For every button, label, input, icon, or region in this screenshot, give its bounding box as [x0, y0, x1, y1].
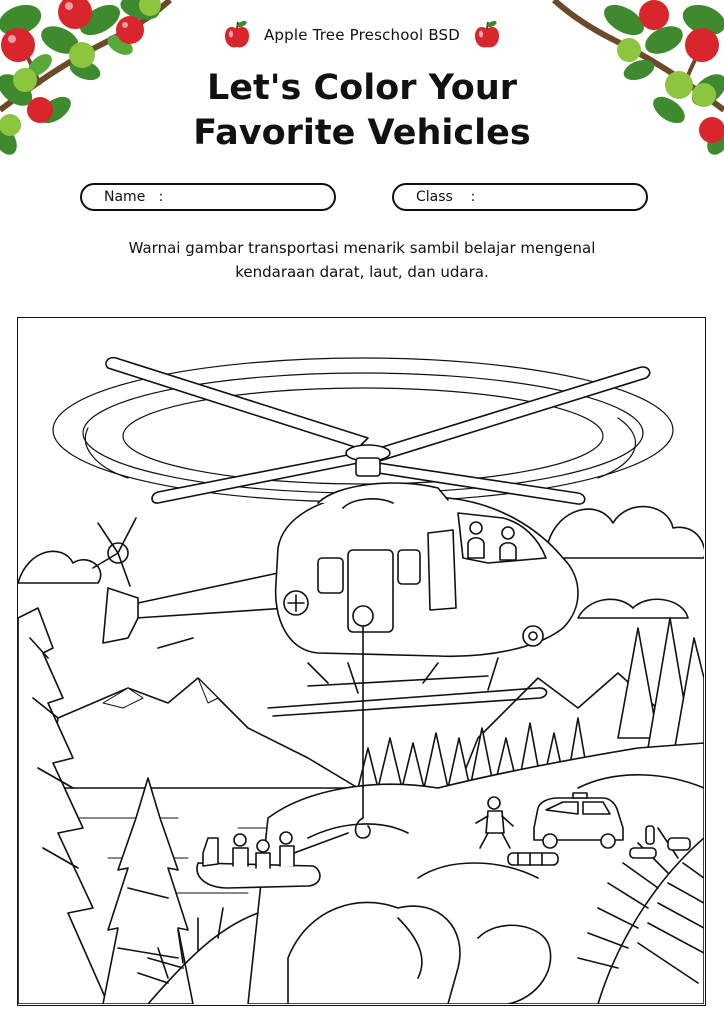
rescue-cable [354, 625, 371, 839]
pine-trees-left [18, 607, 194, 1004]
apple-icon [224, 20, 249, 48]
instructions-line-1: Warnai gambar transportasi menarik sambi… [128, 239, 596, 257]
helicopter-skids [267, 657, 548, 717]
pilots [467, 521, 517, 561]
foreground-fern-right [577, 827, 704, 1004]
name-field[interactable]: Name : [80, 183, 336, 211]
name-separator: : [158, 189, 164, 205]
main-rotor [105, 356, 651, 505]
rescuer-person [475, 796, 514, 849]
helicopter-rescue-illustration [18, 356, 704, 1004]
instructions-line-2: kendaraan darat, laut, dan udara. [235, 263, 489, 281]
school-header: Apple Tree Preschool BSD [0, 20, 724, 50]
rescue-gear [507, 825, 691, 866]
clouds [18, 505, 704, 619]
class-label: Class [416, 189, 453, 205]
instructions: Warnai gambar transportasi menarik sambi… [60, 236, 664, 284]
apple-icon [475, 20, 500, 48]
class-field[interactable]: Class : [392, 183, 648, 211]
rescue-boat [196, 831, 349, 889]
foreground-fern-left [137, 907, 259, 1004]
title-line-2: Favorite Vehicles [193, 113, 531, 153]
helicopter-body [274, 482, 579, 658]
school-name: Apple Tree Preschool BSD [263, 26, 461, 44]
coloring-picture-frame [17, 317, 706, 1006]
rescue-suv [533, 792, 624, 849]
class-separator: : [470, 189, 476, 205]
apple-branch-top-right [551, 0, 724, 155]
title-line-1: Let's Color Your [206, 68, 518, 108]
name-label: Name [104, 189, 146, 205]
page-title: Let's Color Your Favorite Vehicles [0, 66, 724, 156]
helicopter-tail [92, 517, 289, 649]
apple-branch-top-left [0, 0, 173, 155]
